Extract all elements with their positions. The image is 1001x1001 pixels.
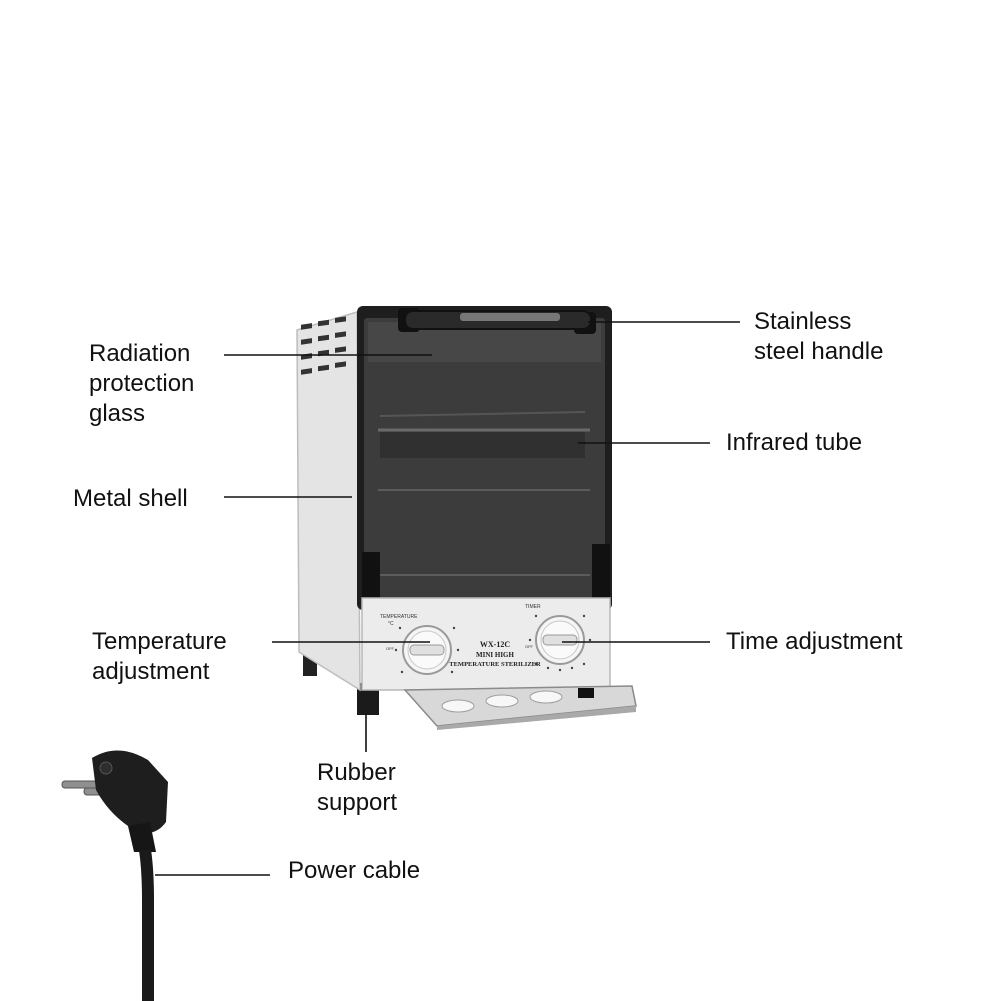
product-name-line2: TEMPERATURE STERILIZER (449, 661, 541, 668)
vent-slots-icon (301, 316, 346, 375)
timer-panel-label: TIMER (525, 604, 541, 610)
power-plug-icon (61, 750, 168, 852)
product-name-line1: MINI HIGH (476, 651, 514, 659)
temperature-unit-label: °C (388, 621, 394, 627)
temperature-panel-label: TEMPERATURE (380, 614, 418, 620)
temperature-off-label: OFF (386, 646, 394, 651)
stainless-steel-handle (398, 308, 596, 334)
power-cable (139, 849, 154, 1001)
rubber-support-foot (357, 683, 379, 715)
label-temperature-adjustment: Temperature adjustment (92, 628, 227, 685)
label-radiation-protection-glass: Radiation protection glass (89, 340, 195, 427)
radiation-protection-glass (364, 318, 605, 600)
label-metal-shell: Metal shell (73, 485, 188, 512)
label-infrared-tube: Infrared tube (726, 429, 863, 456)
label-power-cable: Power cable (288, 857, 421, 884)
model-number: WX-12C (479, 640, 511, 649)
label-rubber-support: Rubber support (317, 759, 398, 816)
label-time-adjustment: Time adjustment (726, 628, 903, 655)
timer-off-label: OFF (525, 644, 533, 649)
label-stainless-steel-handle: Stainless steel handle (754, 308, 884, 365)
